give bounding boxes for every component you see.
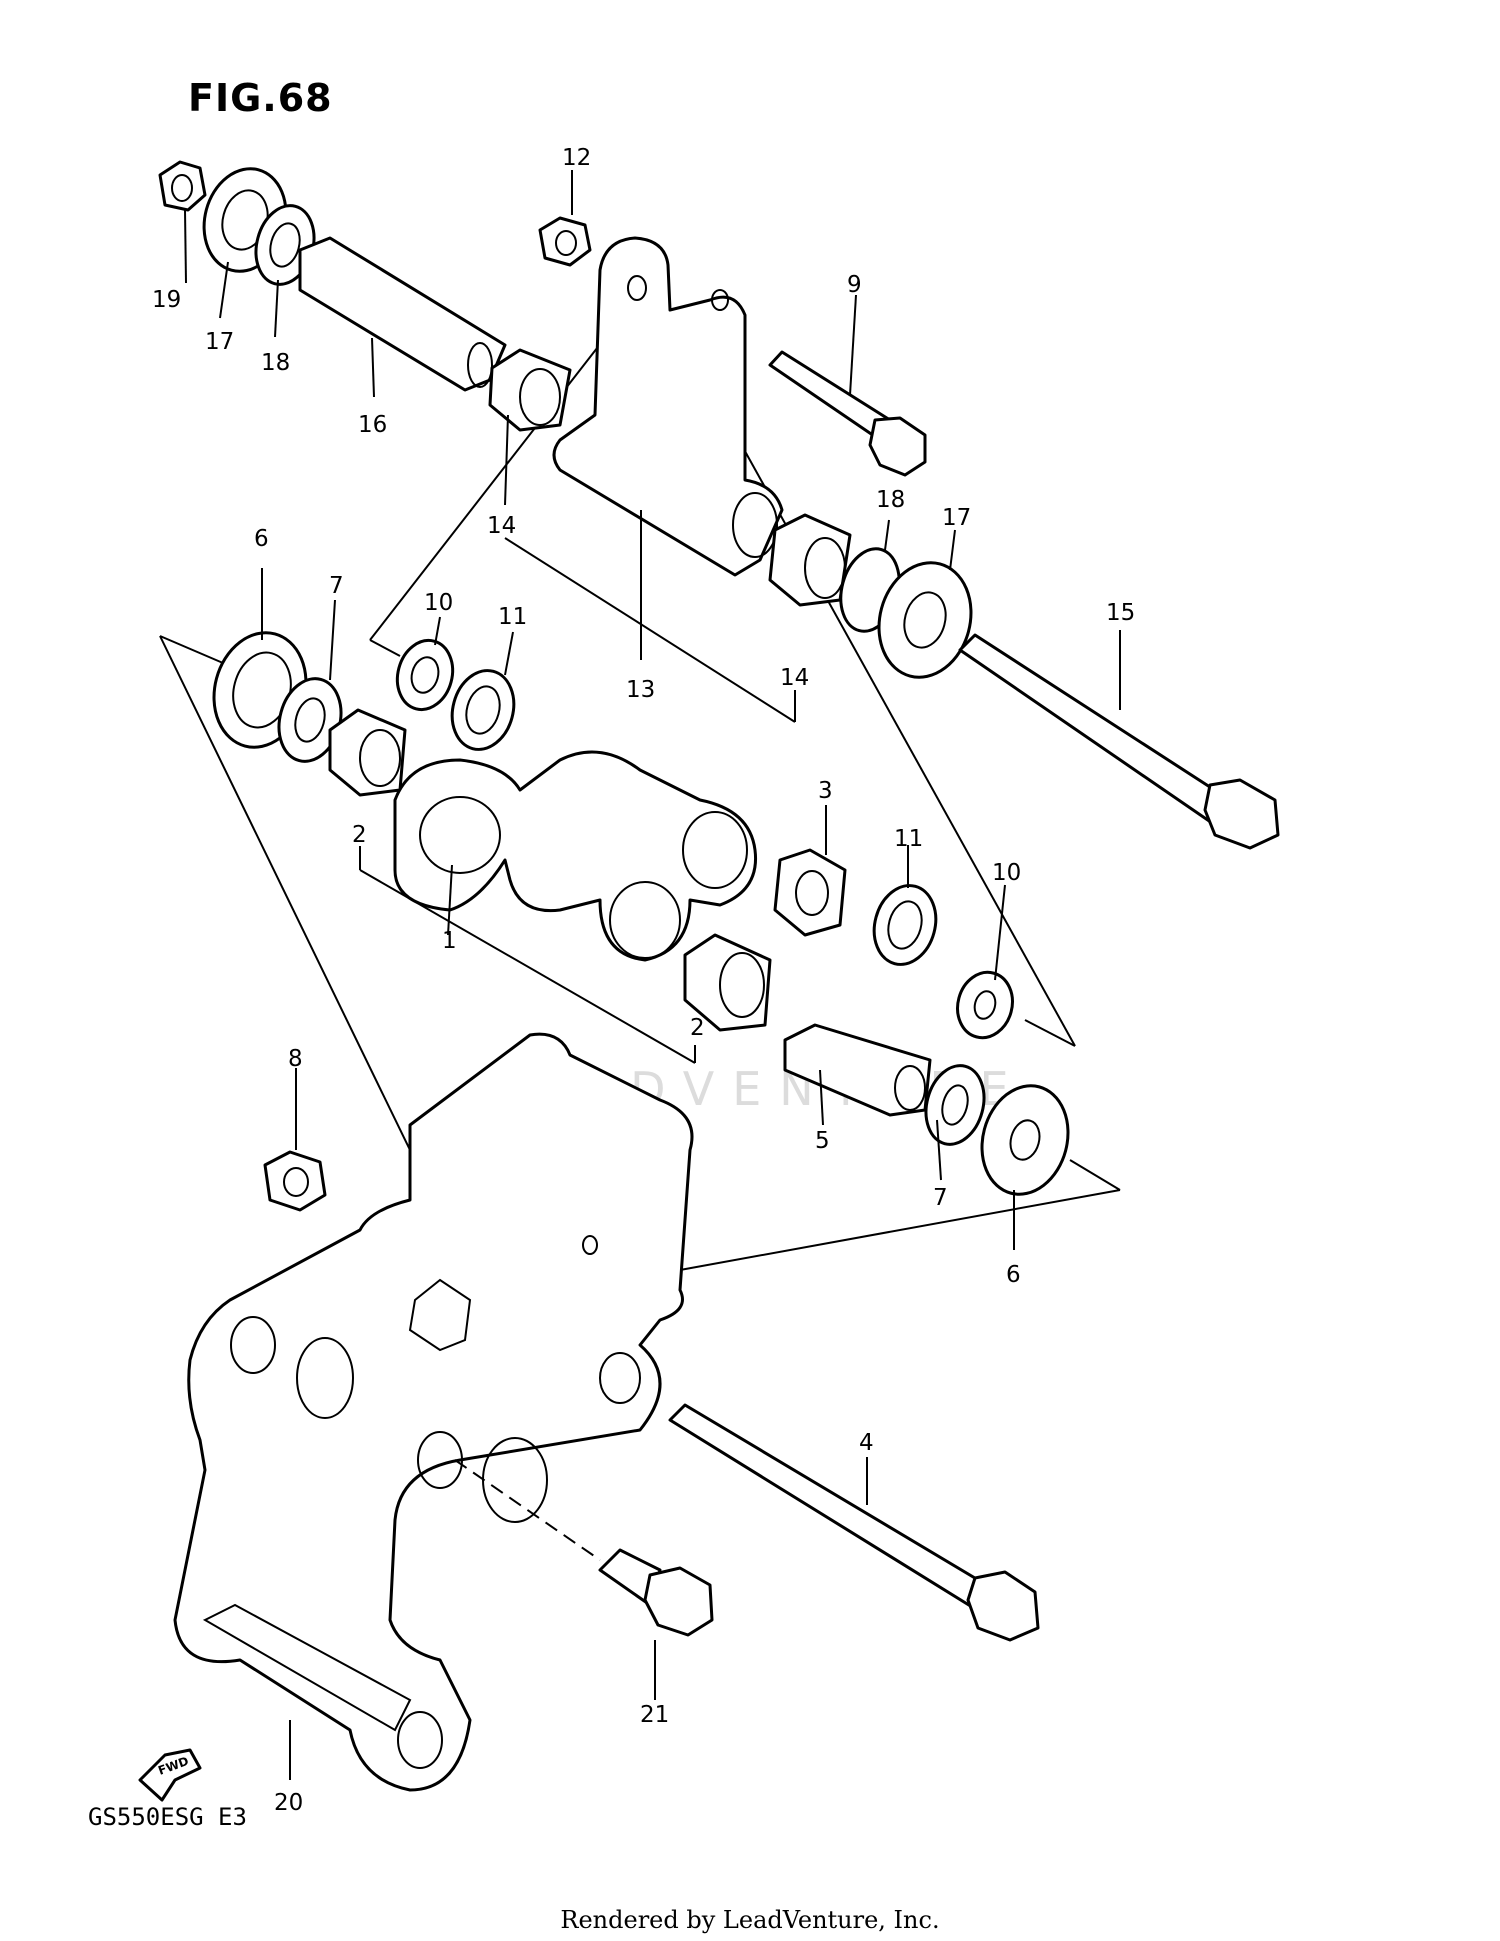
callout-6: 6 — [254, 526, 269, 552]
callout-7: 7 — [329, 573, 344, 599]
callout-20: 20 — [274, 1790, 303, 1816]
callout-10: 10 — [424, 590, 453, 616]
callout-21: 21 — [640, 1702, 669, 1728]
render-credit: Rendered by LeadVenture, Inc. — [560, 1906, 940, 1934]
callout-18: 18 — [876, 487, 905, 513]
part-9-bolt[interactable] — [768, 350, 927, 477]
callout-1: 1 — [442, 928, 457, 954]
part-11-seal-top[interactable] — [444, 664, 523, 757]
part-2-bearing-right[interactable] — [683, 933, 772, 1032]
part-1-cushion-lever[interactable] — [393, 750, 758, 962]
callout-2: 2 — [352, 822, 367, 848]
part-7-washer-right[interactable] — [918, 1059, 993, 1151]
callout-11: 11 — [894, 826, 923, 852]
part-2-bearing-left[interactable] — [328, 708, 407, 797]
callout-3: 3 — [818, 778, 833, 804]
callout-14: 14 — [780, 665, 809, 691]
callout-15: 15 — [1106, 600, 1135, 626]
callout-17: 17 — [205, 329, 234, 355]
callout-16: 16 — [358, 412, 387, 438]
callout-11: 11 — [498, 604, 527, 630]
part-11-seal-right[interactable] — [866, 879, 945, 972]
figure-title: FIG.68 — [188, 76, 333, 120]
callout-4: 4 — [859, 1430, 874, 1456]
part-12-nut[interactable] — [538, 216, 592, 267]
callout-14: 14 — [487, 513, 516, 539]
part-6-seal-right[interactable] — [970, 1076, 1080, 1204]
callout-6: 6 — [1006, 1262, 1021, 1288]
part-5-spacer[interactable] — [783, 1023, 932, 1117]
part-21-bolt[interactable] — [454, 1459, 714, 1637]
callout-18: 18 — [261, 350, 290, 376]
callout-7: 7 — [933, 1185, 948, 1211]
part-19-nut[interactable] — [158, 160, 207, 212]
callout-labels: 1 2 2 3 4 5 6 6 7 7 8 9 10 10 11 11 12 1… — [152, 145, 1135, 1816]
part-4-bolt[interactable] — [668, 1403, 1040, 1642]
part-10-collar-right[interactable] — [950, 966, 1019, 1044]
part-8-nut[interactable] — [263, 1150, 327, 1212]
model-code: GS550ESG E3 — [88, 1803, 247, 1831]
part-14-bearing-left[interactable] — [488, 348, 572, 432]
part-10-collar-top[interactable] — [390, 634, 460, 716]
callout-8: 8 — [288, 1046, 303, 1072]
callout-5: 5 — [815, 1128, 830, 1154]
callout-12: 12 — [562, 145, 591, 171]
callout-19: 19 — [152, 287, 181, 313]
leader-lines — [184, 170, 1121, 1780]
part-20-link-bracket[interactable] — [173, 1032, 694, 1792]
part-15-bolt[interactable] — [958, 633, 1280, 850]
callout-9: 9 — [847, 272, 862, 298]
part-17-washer-right[interactable] — [867, 552, 984, 687]
fwd-arrow-icon: FWD — [138, 1748, 202, 1802]
callout-2: 2 — [690, 1015, 705, 1041]
callout-13: 13 — [626, 677, 655, 703]
part-13-bracket[interactable] — [552, 236, 784, 577]
part-16-shaft[interactable] — [298, 236, 507, 392]
part-3-bearing[interactable] — [773, 848, 847, 937]
callout-10: 10 — [992, 860, 1021, 886]
part-14-bearing-right[interactable] — [768, 513, 852, 607]
callout-17: 17 — [942, 505, 971, 531]
